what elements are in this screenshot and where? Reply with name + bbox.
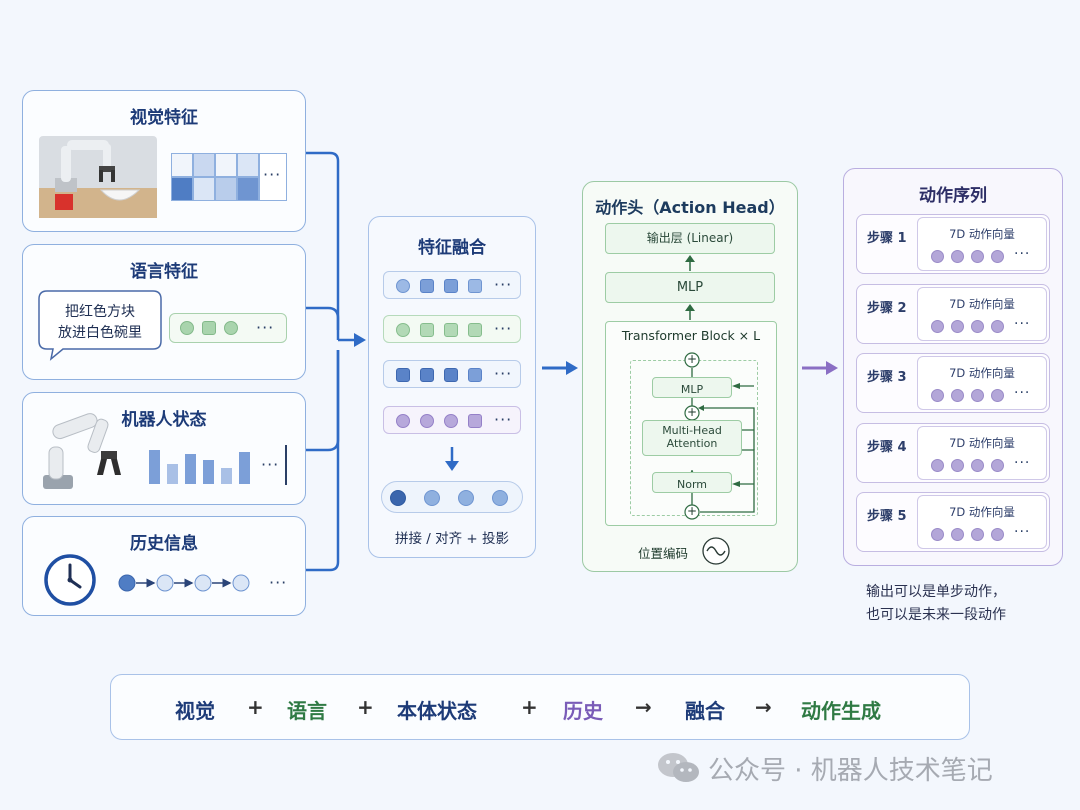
- fusion-row-visual: ···: [383, 271, 521, 299]
- attention-label-line1: Multi-Head: [662, 424, 722, 437]
- formula-term-history: 历史: [563, 699, 603, 723]
- transformer-block-label: Transformer Block × L: [621, 328, 761, 343]
- formula-term-language: 语言: [287, 699, 327, 723]
- output-layer-label: 输出层 (Linear): [646, 231, 734, 245]
- action-sequence-card: 动作序列 步骤 1 7D 动作向量 ··· 步骤 2 7D 动作向量 ··· 步…: [843, 168, 1063, 566]
- visual-ellipsis: ···: [263, 165, 282, 184]
- output-note-line2: 也可以是未来一段动作: [866, 607, 1006, 623]
- feature-fusion-card: 特征融合 ··· ··· ··· ··· 拼接 / 对齐 + 投: [368, 216, 536, 558]
- action-head-title: 动作头（Action Head）: [595, 198, 785, 217]
- robot-state-card: 机器人状态 ···: [22, 392, 306, 505]
- head-to-sequence-arrow: [802, 361, 838, 375]
- step-vector-label: 7D 动作向量: [949, 436, 1015, 450]
- norm-label: Norm: [676, 478, 707, 491]
- robot-arm-icon: [43, 413, 121, 489]
- formula-term-action-generation: 动作生成: [801, 699, 881, 723]
- pipeline-formula-bar: 视觉 + 语言 + 本体状态 + 历史 → 融合 → 动作生成: [110, 674, 970, 740]
- action-sequence-title: 动作序列: [919, 186, 987, 206]
- multi-head-attention-box: Multi-Head Attention: [642, 420, 742, 456]
- visual-feature-card: 视觉特征 ···: [22, 90, 306, 232]
- step-label: 步骤 4: [867, 440, 907, 455]
- action-step-row: 步骤 2 7D 动作向量 ···: [856, 284, 1050, 344]
- formula-term-fusion: 融合: [685, 699, 725, 723]
- mlp-outer-box: MLP: [605, 272, 775, 303]
- formula-plus: +: [247, 695, 264, 719]
- step-label: 步骤 1: [867, 231, 907, 246]
- formula-plus: +: [357, 695, 374, 719]
- positional-encoding-label: 位置编码: [638, 546, 689, 561]
- inner-mlp-label: MLP: [680, 383, 704, 396]
- language-token-strip: ···: [169, 313, 287, 343]
- action-step-row: 步骤 1 7D 动作向量 ···: [856, 214, 1050, 274]
- arrow-up-icon: [685, 304, 695, 320]
- formula-term-proprioception: 本体状态: [397, 699, 477, 723]
- step-ellipsis: ···: [1014, 316, 1031, 332]
- step-vector-label: 7D 动作向量: [949, 297, 1015, 311]
- visual-feature-title: 视觉特征: [130, 108, 198, 128]
- action-step-row: 步骤 5 7D 动作向量 ···: [856, 492, 1050, 552]
- output-note-line1: 输出可以是单步动作，: [866, 584, 1006, 600]
- fusion-row-ellipsis: ···: [494, 319, 513, 338]
- formula-arrow: →: [755, 695, 772, 719]
- history-title: 历史信息: [130, 534, 198, 554]
- history-timeline: [118, 574, 250, 592]
- history-card: 历史信息 ···: [22, 516, 306, 616]
- action-step-row: 步骤 3 7D 动作向量 ···: [856, 353, 1050, 413]
- watermark-text: 公众号 · 机器人技术笔记: [708, 756, 993, 786]
- fusion-row-ellipsis: ···: [494, 410, 513, 429]
- residual-add-icon: +: [686, 504, 698, 518]
- language-instruction-line2: 放进白色碗里: [58, 325, 142, 341]
- speech-bubble-icon: [38, 290, 162, 361]
- arrow-up-icon: [685, 255, 695, 271]
- step-vector-label: 7D 动作向量: [949, 505, 1015, 519]
- robot-state-title: 机器人状态: [121, 410, 207, 430]
- residual-add-icon: +: [686, 352, 698, 366]
- fusion-row-state: ···: [383, 360, 521, 388]
- step-label: 步骤 2: [867, 301, 907, 316]
- input-connector-lines: [306, 151, 366, 572]
- language-feature-card: 语言特征 把红色方块 放进白色碗里 ···: [22, 244, 306, 380]
- language-instruction-line1: 把红色方块: [65, 304, 135, 320]
- step-vector-label: 7D 动作向量: [949, 227, 1015, 241]
- history-ellipsis: ···: [269, 573, 288, 592]
- sine-wave-icon: [702, 537, 730, 565]
- robot-arm-bowl-image: [39, 136, 157, 218]
- output-layer-box: 输出层 (Linear): [605, 223, 775, 254]
- step-label: 步骤 5: [867, 509, 907, 524]
- formula-plus: +: [521, 695, 538, 719]
- fused-token-strip: [381, 481, 523, 513]
- step-label: 步骤 3: [867, 370, 907, 385]
- fusion-caption: 拼接 / 对齐 + 投影: [394, 531, 510, 547]
- feature-fusion-title: 特征融合: [418, 238, 486, 258]
- attention-label-line2: Attention: [666, 437, 718, 450]
- step-vector-label: 7D 动作向量: [949, 366, 1015, 380]
- norm-box: Norm: [652, 472, 732, 493]
- language-ellipsis: ···: [256, 318, 275, 337]
- step-ellipsis: ···: [1014, 246, 1031, 262]
- transformer-block: Transformer Block × L: [605, 321, 777, 526]
- fusion-row-ellipsis: ···: [494, 364, 513, 383]
- residual-add-icon: +: [686, 405, 698, 419]
- fusion-row-language: ···: [383, 315, 521, 343]
- step-ellipsis: ···: [1014, 385, 1031, 401]
- fusion-row-history: ···: [383, 406, 521, 434]
- step-ellipsis: ···: [1014, 524, 1031, 540]
- mlp-outer-label: MLP: [676, 280, 704, 295]
- formula-arrow: →: [635, 695, 652, 719]
- wechat-icon: [658, 753, 699, 782]
- fusion-row-ellipsis: ···: [494, 275, 513, 294]
- inner-mlp-box: MLP: [652, 377, 732, 398]
- fusion-down-arrow: [445, 447, 459, 471]
- clock-icon: [44, 554, 96, 606]
- formula-term-visual: 视觉: [175, 699, 215, 723]
- language-feature-title: 语言特征: [130, 262, 198, 282]
- fusion-to-head-arrow: [542, 361, 578, 375]
- action-head-card: 动作头（Action Head） 输出层 (Linear) MLP Transf…: [582, 181, 798, 572]
- action-step-row: 步骤 4 7D 动作向量 ···: [856, 423, 1050, 483]
- step-ellipsis: ···: [1014, 455, 1031, 471]
- robot-state-ellipsis: ···: [261, 455, 280, 474]
